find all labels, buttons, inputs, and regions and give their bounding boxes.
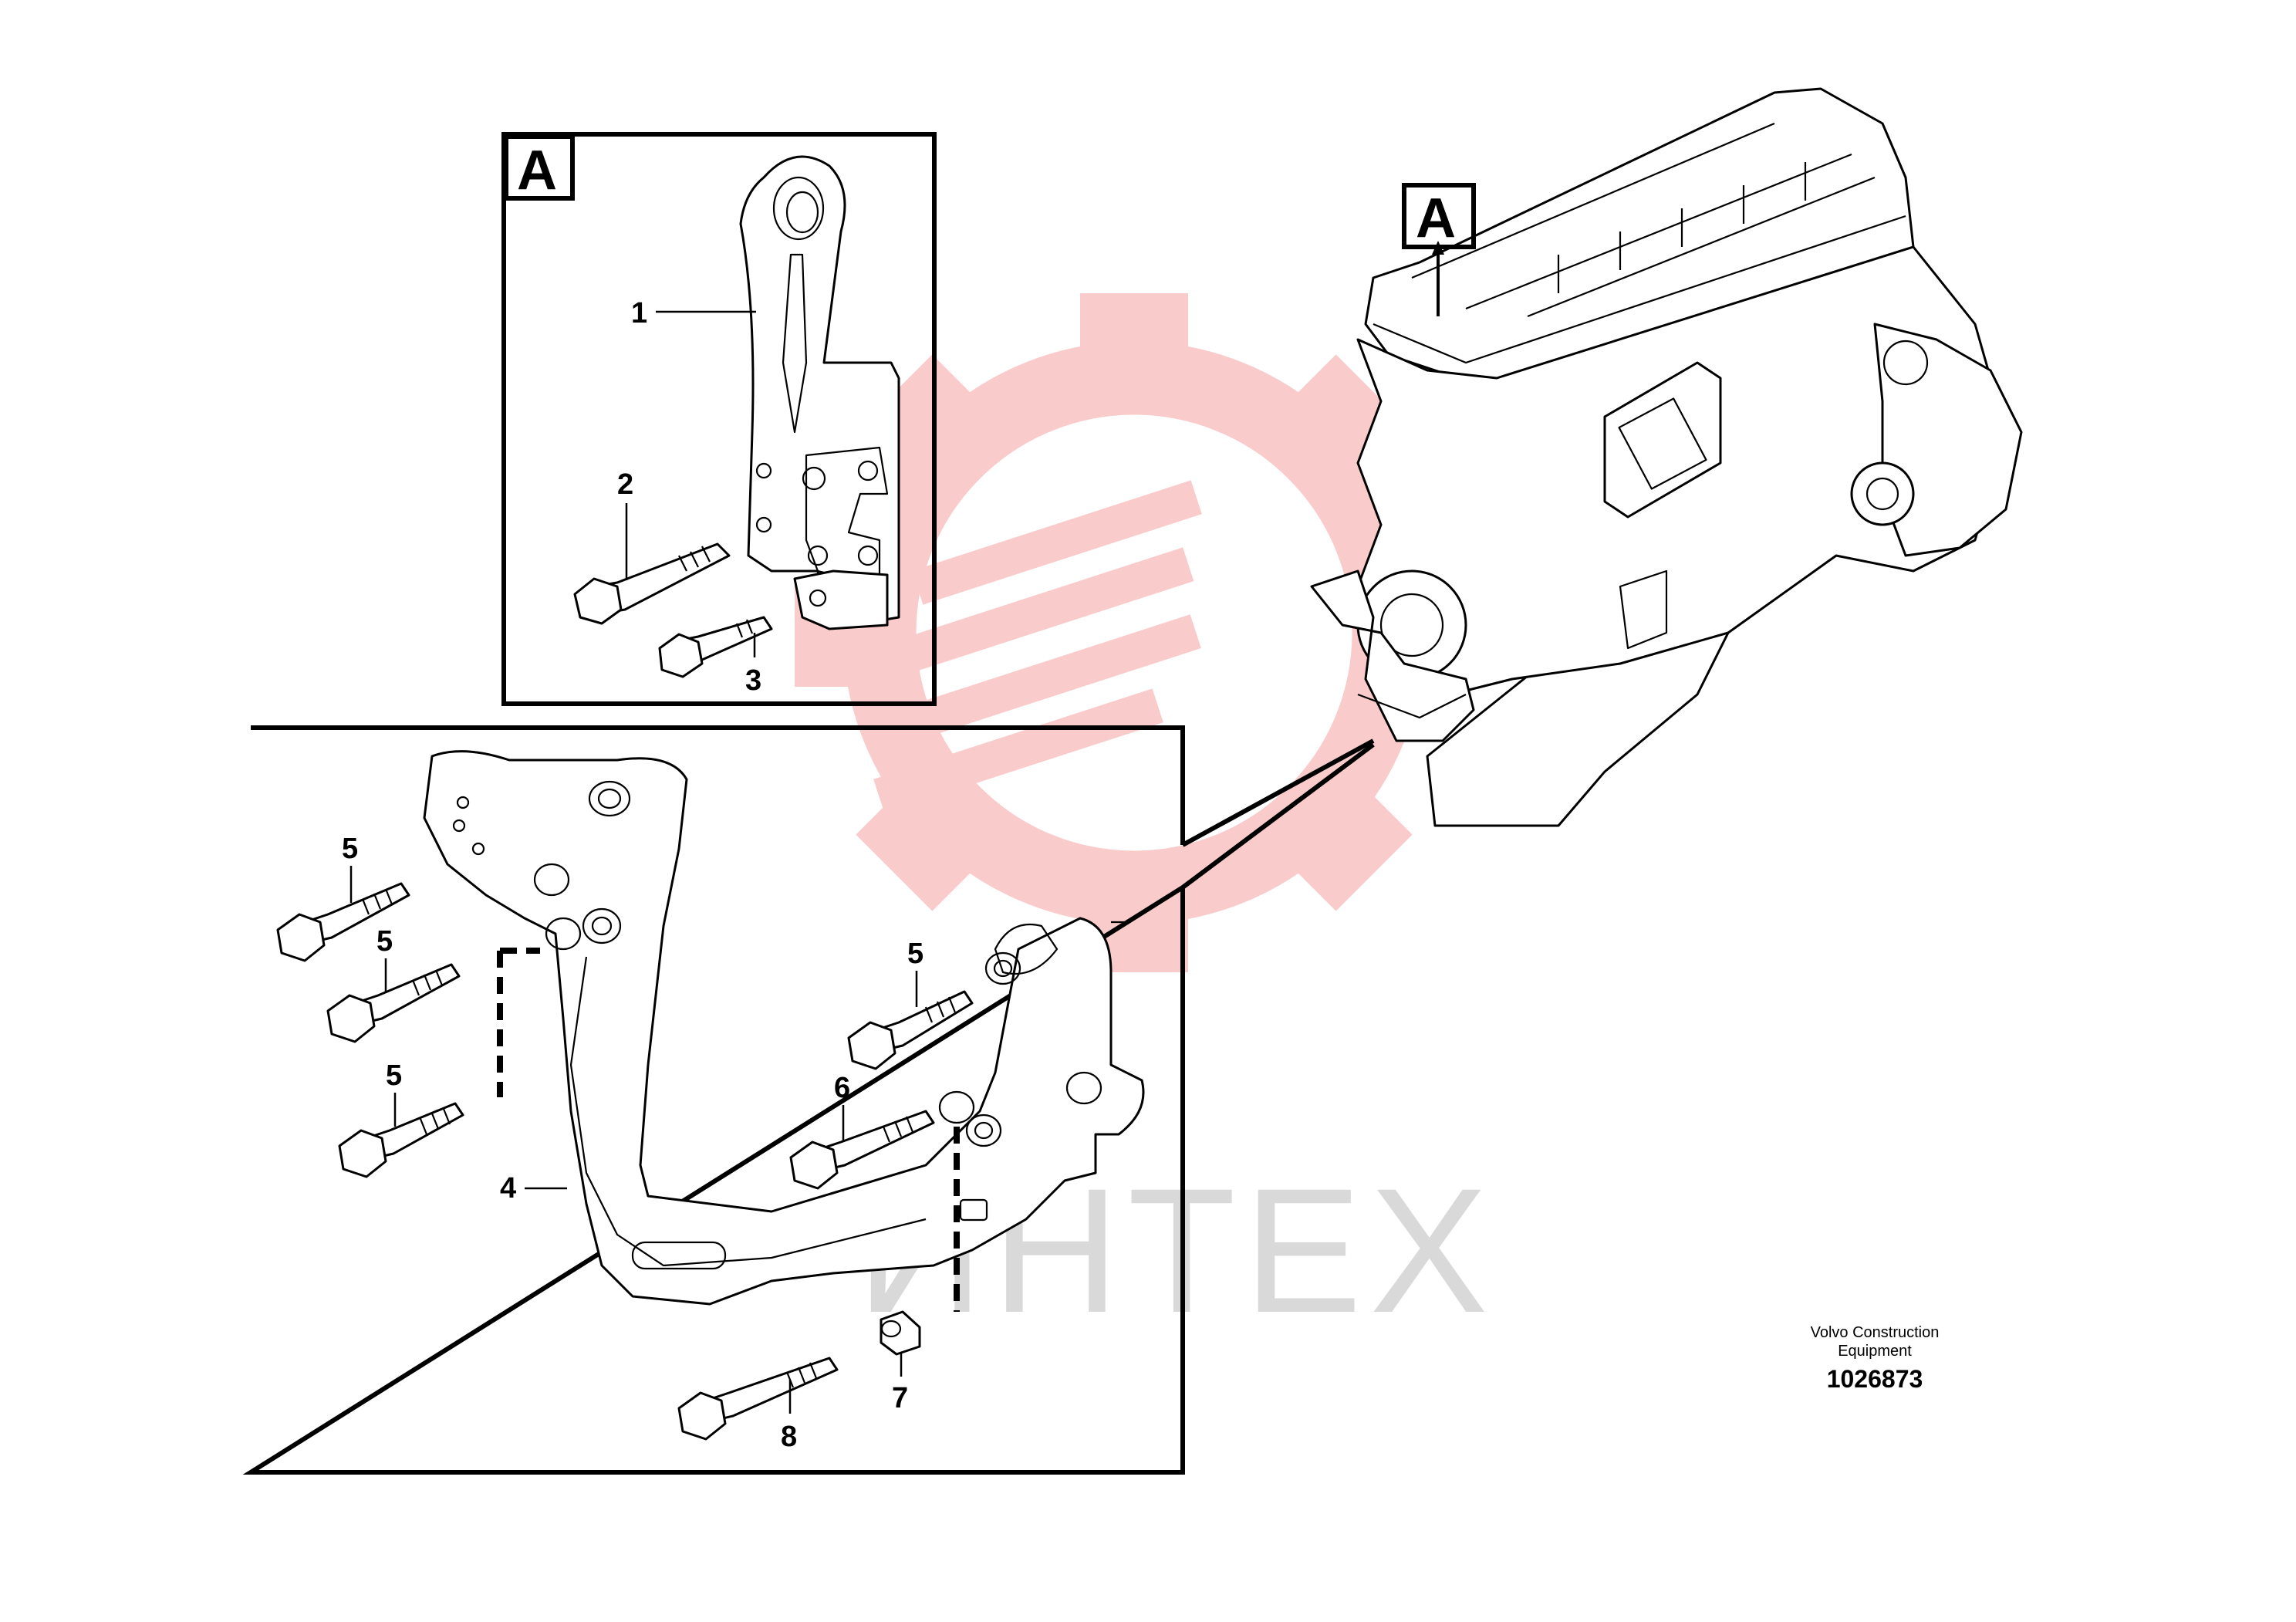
bolt-2 (573, 542, 731, 625)
callout-6: 6 (834, 1072, 850, 1104)
callout-2: 2 (617, 468, 633, 501)
illustration-number: 1026873 (1826, 1365, 1923, 1393)
bolt-5-right (847, 990, 974, 1070)
callout-7: 7 (892, 1382, 908, 1414)
callout-8: 8 (781, 1421, 797, 1453)
caption-manufacturer-line2: Equipment (1838, 1343, 1912, 1360)
engine-view-label: A (1416, 188, 1456, 249)
callout-3: 3 (745, 664, 761, 697)
spacer-7 (880, 1310, 921, 1356)
callout-5-lower: 5 (386, 1059, 402, 1092)
caption-manufacturer: Volvo Construction (1810, 1324, 1940, 1341)
detail-a-frame (501, 132, 937, 706)
detail-view-label: A (517, 140, 557, 201)
callout-5-middle: 5 (376, 925, 393, 958)
bolt-5-top (276, 882, 410, 962)
callout-4: 4 (500, 1172, 516, 1205)
bolt-3 (658, 616, 773, 678)
bolt-8 (677, 1357, 839, 1441)
lifting-eye-bracket (739, 155, 900, 630)
bolt-5-lower (338, 1102, 464, 1178)
engine-overview: A (1310, 87, 2023, 827)
callout-5-top: 5 (342, 833, 358, 865)
caption-block: Volvo Construction Equipment 1026873 (1774, 1323, 1975, 1394)
mounting-bracket (423, 750, 1145, 1306)
callout-1: 1 (631, 297, 647, 329)
bolt-5-middle (326, 963, 461, 1043)
bolt-6 (789, 1110, 935, 1190)
callout-5-right: 5 (907, 938, 923, 970)
detail-bracket-frame (242, 725, 1185, 1475)
